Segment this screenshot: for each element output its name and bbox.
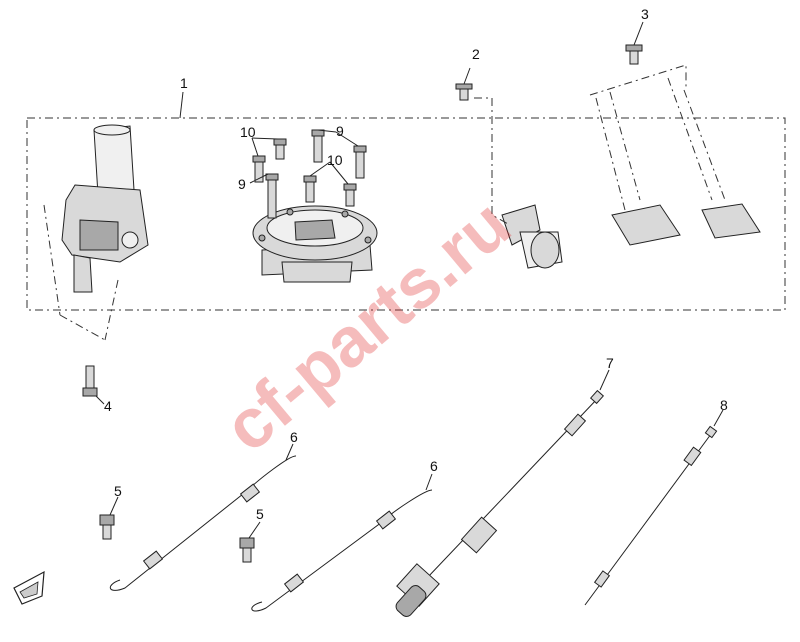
cable-8 — [584, 409, 724, 606]
assembly-box — [26, 91, 786, 311]
bolt-5a — [99, 496, 119, 540]
callout-2: 2 — [472, 46, 480, 62]
callout-1: 1 — [180, 75, 188, 91]
cap-screws — [249, 129, 367, 219]
fuel-cap-assembly — [252, 205, 378, 283]
callout-8: 8 — [720, 397, 728, 413]
fwd-arrow-icon — [13, 570, 45, 605]
callout-6b: 6 — [430, 458, 438, 474]
cable-6b — [251, 473, 433, 612]
callout-5b: 5 — [256, 506, 264, 522]
callout-5a: 5 — [114, 483, 122, 499]
bracket-3 — [589, 21, 761, 246]
callout-10b: 10 — [327, 152, 343, 168]
bracket-2 — [455, 67, 563, 269]
callout-9a: 9 — [336, 123, 344, 139]
callout-9b: 9 — [238, 176, 246, 192]
ignition-switch — [43, 124, 149, 341]
callout-7: 7 — [606, 355, 614, 371]
callout-10a: 10 — [240, 124, 256, 140]
cable-6a — [110, 443, 297, 591]
bolt-5b — [239, 521, 261, 563]
bolt-4 — [82, 365, 105, 405]
callout-3: 3 — [641, 6, 649, 22]
callout-4: 4 — [104, 398, 112, 414]
callout-6a: 6 — [290, 429, 298, 445]
cable-7 — [395, 369, 610, 617]
